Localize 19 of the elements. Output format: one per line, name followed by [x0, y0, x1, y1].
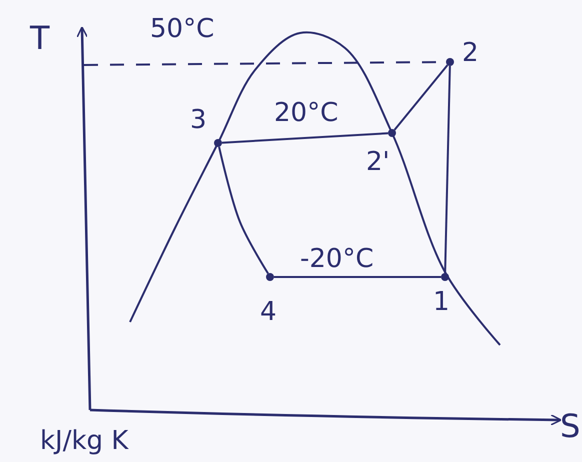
- process-line: [444, 66, 451, 274]
- state-number: 2': [366, 149, 390, 175]
- process-line: [394, 64, 448, 131]
- state-point: [388, 129, 396, 137]
- process-line: [274, 276, 441, 278]
- process-line: [222, 132, 388, 144]
- state-number: 4: [260, 299, 277, 325]
- state-number: 2: [462, 40, 479, 66]
- temperature-label: 50°C: [150, 16, 214, 42]
- axis-label: T: [30, 22, 50, 54]
- state-point: [446, 58, 454, 66]
- state-point: [266, 273, 274, 281]
- state-point: [214, 139, 222, 147]
- axis-label: S: [560, 410, 580, 442]
- state-number: 3: [190, 107, 207, 133]
- state-point: [441, 273, 449, 281]
- state-number: 1: [433, 289, 450, 315]
- unit-label: kJ/kg K: [40, 428, 128, 454]
- process-line: [218, 146, 269, 274]
